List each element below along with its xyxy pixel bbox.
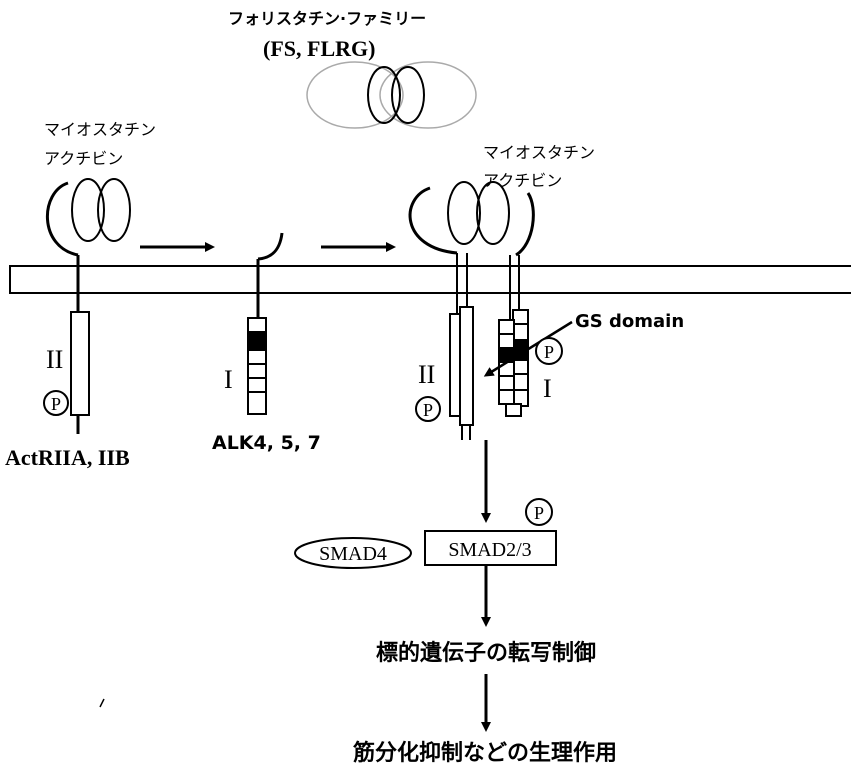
phospho-right-type1: P bbox=[536, 338, 562, 364]
phospho-smad: P bbox=[526, 499, 552, 525]
ligand-left-label-line1: マイオスタチン bbox=[44, 120, 156, 139]
ligand-right-label-line2: アクチビン bbox=[483, 171, 562, 190]
phospho-left: P bbox=[44, 391, 68, 415]
smad23-label: SMAD2/3 bbox=[448, 539, 531, 561]
receptor-type2-name: ActRIIA, IIB bbox=[5, 445, 130, 470]
type1-right-label: I bbox=[543, 374, 552, 403]
phospho-right-type2: P bbox=[416, 397, 440, 421]
follistatin-complex bbox=[307, 62, 476, 128]
svg-text:P: P bbox=[544, 342, 554, 362]
cell-membrane bbox=[10, 266, 851, 293]
transcription-label: 標的遺伝子の転写制御 bbox=[376, 640, 596, 666]
ligand-left-label-line2: アクチビン bbox=[44, 149, 123, 168]
svg-text:P: P bbox=[423, 400, 433, 420]
type2-left-label: II bbox=[46, 345, 63, 374]
type2-right-label: II bbox=[418, 360, 435, 389]
ligand-right-label-line1: マイオスタチン bbox=[483, 143, 595, 162]
follistatin-family-label: フォリスタチン·ファミリー bbox=[228, 9, 426, 28]
type1-mid-label: I bbox=[224, 365, 233, 394]
svg-text:P: P bbox=[51, 394, 61, 414]
gs-domain-label: GS domain bbox=[575, 311, 684, 332]
follistatin-members-label: (FS, FLRG) bbox=[263, 36, 375, 61]
mid-type1-receptor bbox=[248, 233, 282, 414]
smad4-label: SMAD4 bbox=[319, 543, 387, 565]
svg-text:P: P bbox=[534, 503, 544, 523]
effect-label: 筋分化抑制などの生理作用 bbox=[352, 740, 617, 766]
receptor-type1-name: ALK4, 5, 7 bbox=[212, 432, 321, 454]
stray-mark bbox=[100, 699, 104, 707]
